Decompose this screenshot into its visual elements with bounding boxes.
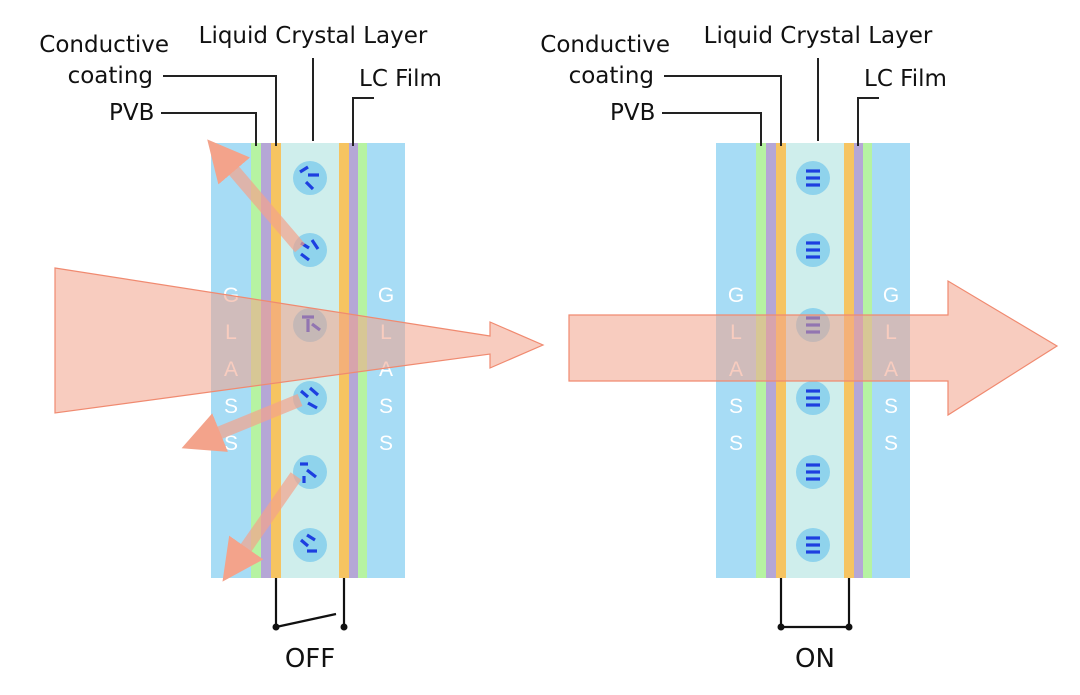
conductive-coating-leader [664, 75, 782, 146]
terminal-dot [272, 623, 280, 631]
glass-letter-right: G [378, 284, 394, 307]
molecule [306, 533, 316, 542]
molecule-bubble [293, 381, 327, 415]
molecule-bubble [293, 528, 327, 562]
on-panel: GLASSGLASSConductivecoatingLiquid Crysta… [540, 23, 1059, 674]
molecule [307, 401, 318, 410]
glass-letter-left: S [729, 395, 743, 418]
lc-film-leader [857, 97, 879, 146]
pvb-label: PVB [610, 100, 655, 126]
molecule-group [796, 528, 830, 562]
molecule-group [293, 528, 327, 562]
pvb-label: PVB [109, 100, 154, 126]
switch-state-label: OFF [285, 644, 335, 674]
conductive-coating-label: coating [569, 63, 654, 89]
glass-letter-left: S [729, 432, 743, 455]
molecule [299, 538, 310, 548]
conductive-coating-leader [163, 75, 277, 146]
molecule [299, 389, 310, 399]
lc-film-leader [352, 97, 374, 146]
scattered-light-arrow [222, 472, 302, 582]
lc-film-label: LC Film [359, 66, 442, 92]
conductive-coating-label: Conductive [540, 32, 670, 58]
molecule [306, 468, 317, 479]
glass-letter-right: S [884, 395, 898, 418]
glass-letter-right: S [884, 432, 898, 455]
pvb-leader [662, 112, 762, 146]
terminal-dot [340, 623, 348, 631]
molecule-bubble [293, 161, 327, 195]
conductive-coating-label: Conductive [39, 32, 169, 58]
lc-film-label: LC Film [864, 66, 947, 92]
molecule [300, 252, 310, 262]
glass-letter-left: S [224, 395, 238, 418]
glass-letter-right: G [883, 284, 899, 307]
molecule-group [796, 381, 830, 415]
molecule-group [796, 161, 830, 195]
molecule-group [796, 455, 830, 489]
terminal-dot [777, 623, 785, 631]
off-panel: GLASSGLASSConductivecoatingLiquid Crysta… [39, 23, 545, 674]
molecule [308, 386, 320, 397]
molecule [304, 180, 315, 191]
scattered-light-arrow [207, 139, 305, 253]
scattered-light-arrow [181, 393, 303, 452]
molecule [299, 165, 309, 174]
molecule-group [293, 161, 327, 195]
incident-light-beam [54, 267, 545, 414]
transmitted-light-arrow [568, 279, 1059, 417]
terminal-dot [845, 623, 853, 631]
glass-letter-right: S [379, 432, 393, 455]
glass-letter-left: G [728, 284, 744, 307]
liquid-crystal-layer-label: Liquid Crystal Layer [704, 23, 933, 49]
liquid-crystal-layer-label: Liquid Crystal Layer [199, 23, 428, 49]
switch-open [275, 612, 337, 629]
conductive-coating-label: coating [68, 63, 153, 89]
molecule [310, 239, 320, 250]
glass-letter-right: S [379, 395, 393, 418]
molecule-group [796, 233, 830, 267]
molecule-group [293, 455, 327, 489]
pvb-leader [161, 112, 257, 146]
molecule-group [293, 381, 327, 415]
switch-state-label: ON [795, 644, 835, 674]
